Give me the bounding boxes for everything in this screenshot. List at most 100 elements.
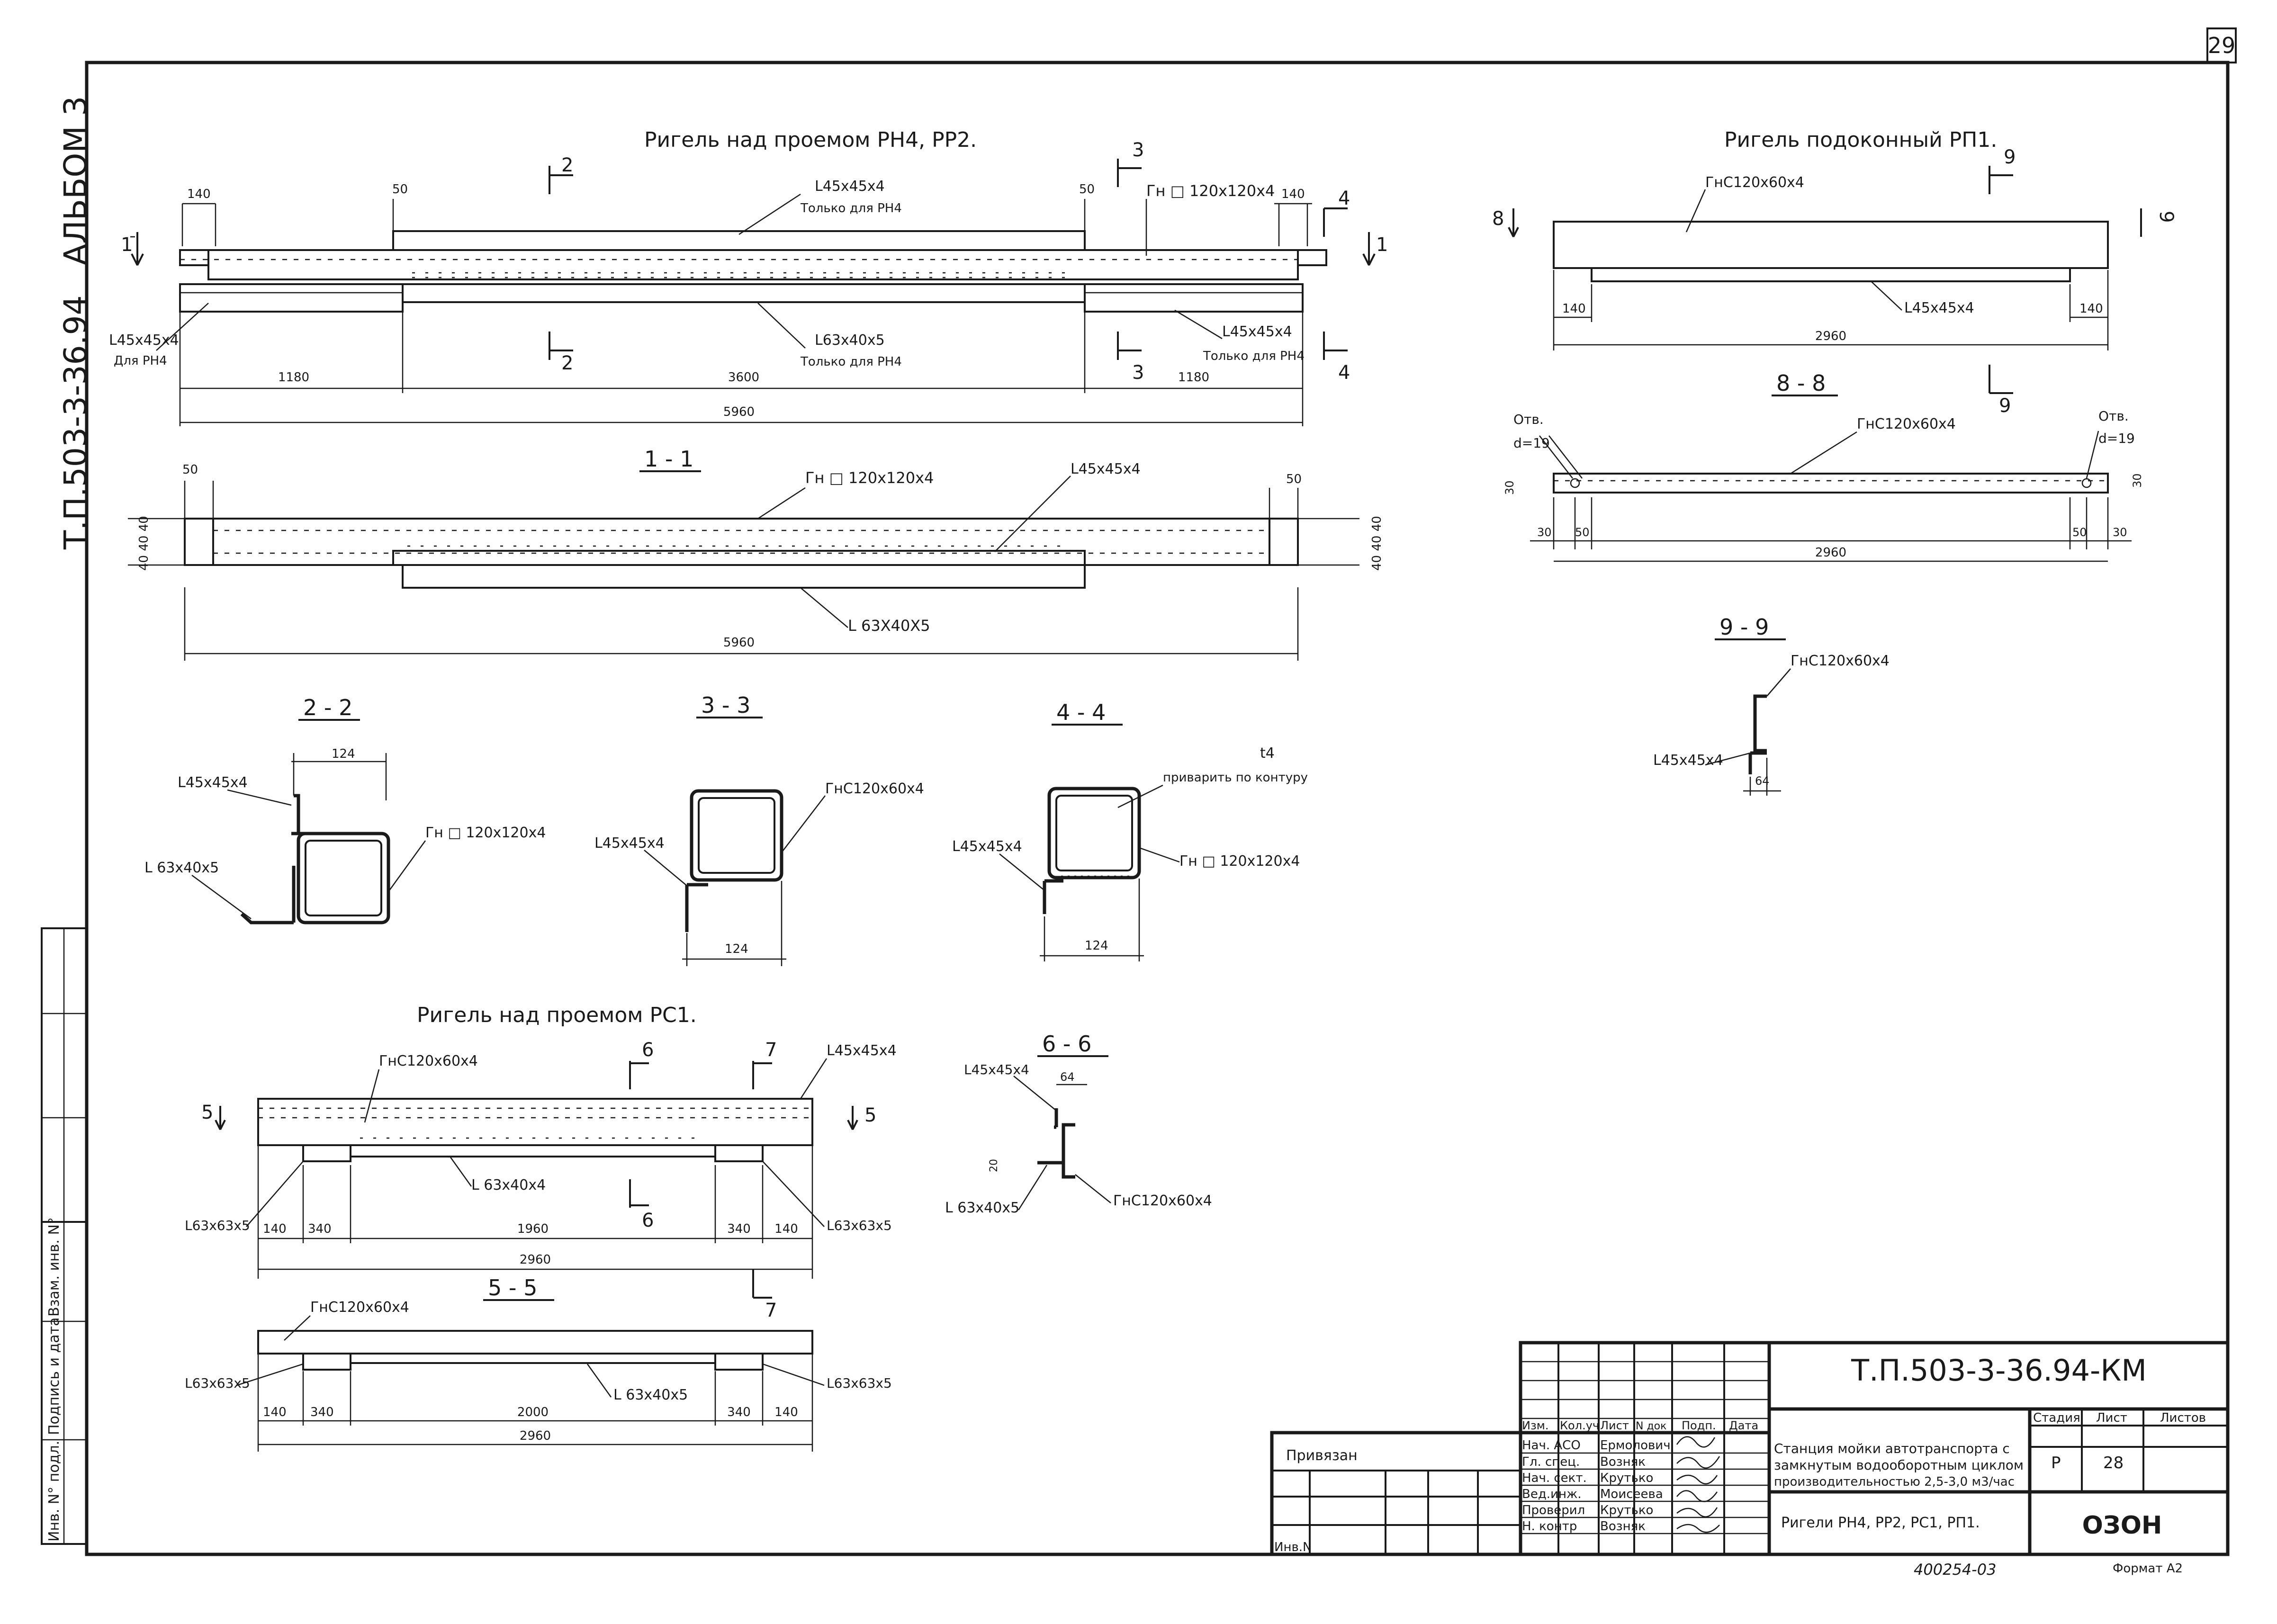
tb-h-izm: Изм. bbox=[1522, 1419, 1548, 1432]
rn4-cut-2-bottom: 2 bbox=[561, 352, 573, 374]
rs1-angle-left: L63x63x5 bbox=[185, 1218, 250, 1233]
rn4-cut-1-right: 1 bbox=[1376, 234, 1388, 256]
rs1-cut-6-bottom: 6 bbox=[642, 1210, 654, 1231]
rn4-cut-3-top: 3 bbox=[1132, 139, 1144, 161]
rp1-cut-9-top: 9 bbox=[2004, 146, 2016, 168]
s22-angle-bottom: L 63x40x5 bbox=[144, 860, 219, 876]
rs1-dim-2960: 2960 bbox=[520, 1253, 551, 1267]
side-stamp-podp: Подпись и дата bbox=[46, 1318, 63, 1436]
rn4-label-angle-top: L45x45x4 bbox=[815, 178, 885, 195]
tb-name-1: Возняк bbox=[1600, 1455, 1646, 1469]
tb-project-1: Станция мойки автотранспорта с bbox=[1774, 1441, 2010, 1456]
album-label: АЛЬБОМ 3 bbox=[57, 96, 94, 265]
tb-list-h: Лист bbox=[2096, 1411, 2127, 1425]
s88-holes-right: Отв. bbox=[2098, 408, 2129, 424]
section-8-8: 8 - 8 Отв. d=19 Отв. d=19 ГнС120x60x4 30… bbox=[1503, 370, 2144, 562]
rp1-channel: ГнС120x60x4 bbox=[1705, 174, 1804, 191]
tb-name-0: Ермолович bbox=[1600, 1438, 1671, 1453]
rs1-dim-340a: 340 bbox=[308, 1222, 332, 1236]
section-3-3-title: 3 - 3 bbox=[701, 692, 750, 718]
rn4-dim-5960: 5960 bbox=[723, 405, 755, 419]
tb-role-5: Н. контр bbox=[1522, 1519, 1577, 1534]
section-1-1-title: 1 - 1 bbox=[644, 446, 693, 472]
side-stamp-podl: Инв. N° подл. bbox=[46, 1441, 63, 1542]
rs1-angle-bottom: L 63x40x4 bbox=[471, 1177, 546, 1193]
s11-dim-50a: 50 bbox=[182, 463, 198, 477]
tb-role-4: Проверил bbox=[1522, 1503, 1585, 1517]
tb-h-data: Дата bbox=[1729, 1419, 1758, 1432]
section-1-1: 1 - 1 Гн □ 120x120x4 L45x45x4 L 63X40X5 … bbox=[128, 446, 1384, 661]
rn4-label-angle-top-note: Только для РН4 bbox=[800, 201, 902, 215]
s11-tube: Гн □ 120x120x4 bbox=[805, 469, 934, 487]
rs1-angle-right: L63x63x5 bbox=[827, 1218, 892, 1233]
s33-dim: 124 bbox=[725, 942, 748, 956]
rp1-dim-2960: 2960 bbox=[1815, 329, 1846, 343]
rn4-label-angle-bottom: L63x40x5 bbox=[815, 332, 885, 349]
s11-angle: L45x45x4 bbox=[1071, 461, 1141, 477]
s55-dim-340b: 340 bbox=[727, 1405, 751, 1419]
tb-inv: Инв.N bbox=[1274, 1540, 1312, 1554]
s88-title: 8 - 8 bbox=[1776, 370, 1826, 396]
rn4-cut-1-left: 1 bbox=[121, 234, 133, 256]
rs1-dim-340b: 340 bbox=[727, 1222, 751, 1236]
section-3-3: 3 - 3 L45x45x4 ГнС120x60x4 124 bbox=[594, 692, 924, 966]
s99-angle: L45x45x4 bbox=[1653, 752, 1723, 769]
girder-rn4-title: Ригель над проемом РН4, РР2. bbox=[644, 128, 977, 152]
s88-dim-50a: 50 bbox=[1575, 526, 1590, 539]
girder-rs1: Ригель над проемом РС1. ГнС120x60x4 L45x… bbox=[185, 1003, 897, 1279]
tb-sheet-title: Ригели РН4, РР2, РС1, РП1. bbox=[1781, 1515, 1980, 1531]
rp1-angle: L45x45x4 bbox=[1904, 300, 1974, 316]
tb-h-kol: Кол.уч bbox=[1560, 1419, 1599, 1432]
rs1-cut-6-top: 6 bbox=[642, 1039, 654, 1061]
section-4-4-title: 4 - 4 bbox=[1056, 700, 1106, 725]
rp1-dim-140b: 140 bbox=[2079, 302, 2103, 316]
rn4-dim-1180a: 1180 bbox=[278, 370, 309, 385]
rp1-title: Ригель подоконный РП1. bbox=[1724, 128, 1997, 152]
tb-stage-h: Стадия bbox=[2033, 1411, 2080, 1425]
s22-tube: Гн □ 120x120x4 bbox=[425, 825, 546, 841]
rp1-dim-140a: 140 bbox=[1562, 302, 1586, 316]
rs1-dim-1960: 1960 bbox=[517, 1222, 549, 1236]
s55-cut-7: 7 bbox=[765, 1300, 777, 1321]
tb-role-0: Нач. АСО bbox=[1522, 1438, 1581, 1453]
s11-dim-50b: 50 bbox=[1286, 472, 1302, 486]
s22-angle-top: L45x45x4 bbox=[178, 774, 248, 791]
s44-weld: t4 bbox=[1260, 745, 1275, 762]
tb-lists-h: Листов bbox=[2160, 1411, 2206, 1425]
rn4-dim-140a: 140 bbox=[187, 187, 211, 201]
section-2-2-title: 2 - 2 bbox=[303, 695, 352, 720]
tb-project-3: производительностью 2,5-3,0 м3/час bbox=[1774, 1475, 2015, 1489]
section-9-9: 9 - 9 ГнС120x60x4 L45x45x4 64 bbox=[1653, 614, 1890, 796]
s99-dim: 64 bbox=[1755, 774, 1770, 788]
s44-dim: 124 bbox=[1085, 939, 1108, 953]
rp1-cut-9-right: 9 bbox=[2155, 211, 2177, 223]
tb-role-2: Нач. сект. bbox=[1522, 1471, 1587, 1485]
tb-h-ndoc: N док bbox=[1636, 1420, 1666, 1432]
rn4-label-angle-left-note: Для РН4 bbox=[114, 354, 167, 368]
s66-angle-bottom: L 63x40x5 bbox=[945, 1200, 1019, 1216]
s88-channel: ГнС120x60x4 bbox=[1857, 416, 1956, 432]
rn4-cut-3-bottom: 3 bbox=[1132, 362, 1144, 384]
rn4-label-angle-bottom-note: Только для РН4 bbox=[800, 355, 902, 369]
s88-holes-left: Отв. bbox=[1513, 412, 1544, 427]
s99-channel: ГнС120x60x4 bbox=[1791, 653, 1890, 669]
s44-tube: Гн □ 120x120x4 bbox=[1179, 853, 1300, 870]
tb-name-4: Крутько bbox=[1600, 1503, 1653, 1517]
s66-channel: ГнС120x60x4 bbox=[1113, 1193, 1212, 1209]
tb-privyazan: Привязан bbox=[1286, 1447, 1358, 1464]
s44-angle: L45x45x4 bbox=[952, 838, 1022, 855]
section-2-2: 2 - 2 124 L45x45x4 L 63x40x5 Гн □ 120x12… bbox=[144, 695, 546, 924]
girder-rp1: Ригель подоконный РП1. ГнС120x60x4 L45x4… bbox=[1492, 128, 2177, 417]
rn4-dim-1180b: 1180 bbox=[1178, 370, 1209, 385]
rs1-cut-5-right: 5 bbox=[864, 1104, 876, 1126]
s66-angle-top: L45x45x4 bbox=[964, 1062, 1029, 1077]
section-6-6: 6 - 6 L45x45x4 64 20 L 63x40x5 ГнС120x60… bbox=[945, 1031, 1212, 1216]
s88-holes-left-d: d=19 bbox=[1513, 435, 1550, 451]
s55-dim-2960: 2960 bbox=[520, 1429, 551, 1443]
s88-dim-30a: 30 bbox=[1537, 526, 1552, 539]
rp1-cut-9-bottom: 9 bbox=[1999, 395, 2011, 417]
s33-channel: ГнС120x60x4 bbox=[825, 781, 924, 797]
rs1-cut-5-left: 5 bbox=[201, 1102, 213, 1123]
rs1-channel: ГнС120x60x4 bbox=[379, 1053, 478, 1069]
rp1-cut-8: 8 bbox=[1492, 208, 1504, 230]
